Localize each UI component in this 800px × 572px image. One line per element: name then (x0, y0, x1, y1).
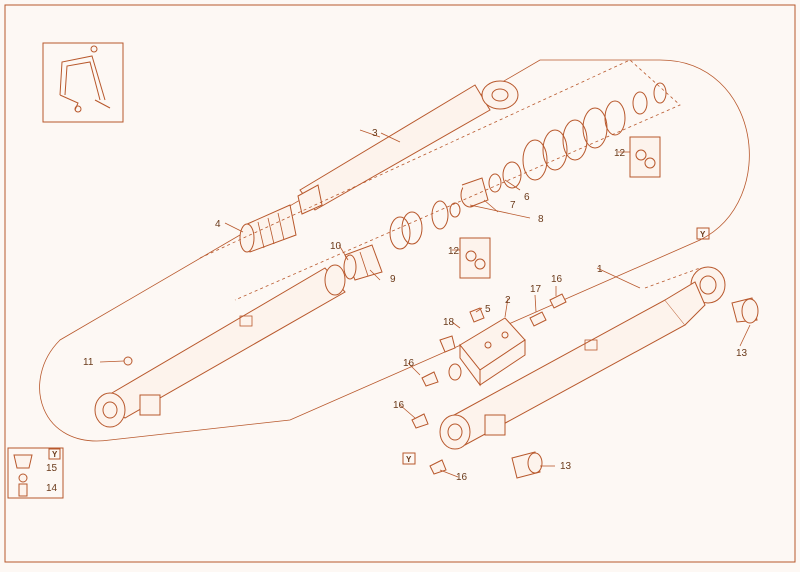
callout-16c: 16 (393, 400, 405, 411)
location-pin-icon (74, 105, 82, 113)
part-piston (343, 244, 383, 281)
seal-rings-upper (522, 82, 667, 181)
part-bushing-bottom (511, 451, 543, 479)
y-marker-bottom: Y (402, 452, 416, 465)
drawing-border (4, 4, 796, 563)
seal-kit-bag-upper (629, 136, 661, 178)
y-marker-legend: Y (48, 448, 61, 460)
callout-5: 5 (485, 304, 491, 315)
y-marker-top: Y (696, 227, 710, 240)
part-bushing-right (731, 297, 759, 324)
callout-17: 17 (530, 284, 542, 295)
callout-10: 10 (330, 241, 342, 252)
callout-12b: 12 (448, 246, 460, 257)
callout-15: 15 (46, 463, 58, 474)
callout-18: 18 (443, 317, 455, 328)
callout-11: 11 (83, 357, 94, 368)
leader-lines (99, 132, 751, 478)
part-cylinder-assembly (439, 266, 726, 450)
callout-2: 2 (505, 295, 511, 306)
part-valve-block (448, 317, 526, 387)
machine-thumbnail (42, 42, 124, 123)
part-piston-rod (297, 80, 519, 215)
callout-8: 8 (538, 214, 544, 225)
svg-text:Y: Y (406, 455, 412, 464)
svg-text:Y: Y (700, 230, 706, 239)
part-rod-guide (239, 204, 297, 253)
callout-9: 9 (390, 274, 396, 285)
callout-7: 7 (510, 200, 516, 211)
callout-labels: 1 2 3 4 5 6 7 8 9 10 11 12 12 13 13 14 1… (46, 128, 748, 494)
seal-kit-dashed-outline (199, 59, 681, 301)
callout-16a: 16 (551, 274, 563, 285)
callout-3: 3 (372, 128, 378, 139)
seal-rings-middle (389, 200, 449, 250)
callout-12a: 12 (614, 148, 626, 159)
callout-1: 1 (597, 264, 603, 275)
location-pin-icon (90, 45, 98, 53)
part-bushing-set (449, 161, 522, 218)
callout-13b: 13 (560, 461, 572, 472)
legend-grease-fitting (7, 447, 64, 499)
callout-13a: 13 (736, 348, 748, 359)
seal-kit-bag-lower (459, 237, 491, 279)
svg-text:Y: Y (52, 450, 58, 459)
part-cylinder-barrel-left (94, 264, 346, 428)
callout-6: 6 (524, 192, 530, 203)
assembly-envelope (39, 59, 750, 442)
callout-16d: 16 (456, 472, 468, 483)
callout-14: 14 (46, 483, 58, 494)
callout-4: 4 (215, 219, 221, 230)
callout-16b: 16 (403, 358, 415, 369)
